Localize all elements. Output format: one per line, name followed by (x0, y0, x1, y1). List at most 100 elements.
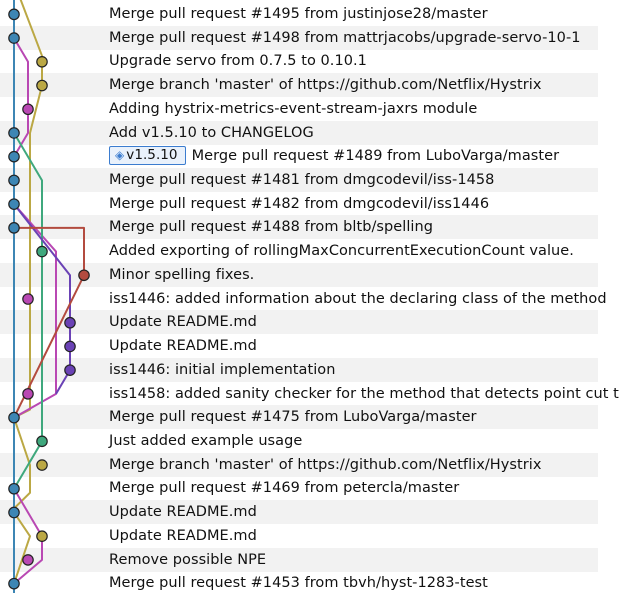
commit-message-cell: Merge pull request #1453 from tbvh/hyst-… (109, 571, 488, 595)
commit-message: Just added example usage (109, 432, 303, 449)
commit-message-cell: Merge pull request #1498 from mattrjacob… (109, 26, 581, 50)
commit-node[interactable] (8, 32, 20, 44)
commit-row[interactable]: iss1446: initial implementation (0, 357, 598, 382)
commit-message: Merge pull request #1495 from justinjose… (109, 6, 488, 22)
commit-node[interactable] (22, 103, 34, 116)
commit-message-cell: Merge pull request #1469 from petercla/m… (109, 476, 459, 500)
commit-node[interactable] (36, 435, 48, 448)
commit-message-cell: Upgrade servo from 0.7.5 to 0.10.1 (109, 49, 367, 73)
commit-message: Merge branch 'master' of https://github.… (109, 456, 542, 473)
commit-row[interactable]: Remove possible NPE (0, 547, 598, 572)
commit-node[interactable] (22, 293, 34, 305)
commit-node[interactable] (8, 8, 20, 21)
commit-row[interactable]: iss1458: added sanity checker for the me… (0, 382, 619, 406)
commit-node[interactable] (64, 364, 76, 376)
commit-row[interactable]: Merge pull request #1481 from dmgcodevil… (0, 168, 598, 193)
commit-message: Added exporting of rollingMaxConcurrentE… (109, 243, 574, 260)
commit-row[interactable]: Merge pull request #1475 from LuboVarga/… (0, 405, 598, 430)
commit-row[interactable]: Merge pull request #1469 from petercla/m… (0, 476, 598, 500)
commit-message: Merge pull request #1488 from bltb/spell… (109, 219, 433, 236)
commit-message-cell: iss1446: initial implementation (109, 358, 335, 382)
commit-message: Upgrade servo from 0.7.5 to 0.10.1 (109, 53, 367, 70)
commit-node[interactable] (36, 530, 48, 542)
commit-message: Merge pull request #1489 from LuboVarga/… (191, 148, 560, 165)
commit-node[interactable] (8, 506, 20, 519)
commit-message-cell: Update README.md (109, 334, 257, 358)
commit-message-cell: Merge pull request #1488 from bltb/spell… (109, 215, 433, 239)
commit-node[interactable] (8, 222, 20, 234)
commit-node[interactable] (8, 174, 20, 187)
commit-node[interactable] (22, 554, 34, 566)
commit-row[interactable]: Merge pull request #1453 from tbvh/hyst-… (0, 571, 598, 595)
commit-message-cell: Minor spelling fixes. (109, 263, 254, 287)
commit-row[interactable]: Merge pull request #1495 from justinjose… (0, 2, 598, 26)
commit-node[interactable] (64, 316, 76, 329)
commit-message: Merge pull request #1481 from dmgcodevil… (109, 172, 495, 189)
commit-message-cell: Update README.md (109, 310, 257, 334)
commit-row[interactable]: Minor spelling fixes. (0, 262, 598, 287)
branch-line-magenta-mid (13, 203, 57, 419)
commit-node[interactable] (36, 245, 48, 258)
commit-row[interactable]: Add v1.5.10 to CHANGELOG (0, 120, 598, 145)
commit-row[interactable]: Update README.md (0, 310, 598, 335)
commit-node[interactable] (8, 411, 20, 424)
commit-message-cell: Merge pull request #1482 from dmgcodevil… (109, 192, 489, 216)
commit-message-cell: Just added example usage (109, 429, 302, 453)
commit-message-cell: ◈v1.5.10 Merge pull request #1489 from Lu… (109, 144, 559, 168)
commit-message-cell: Update README.md (109, 524, 257, 548)
branch-line-magenta-low (13, 488, 43, 585)
commit-node[interactable] (22, 388, 34, 400)
commit-message-cell: Merge branch 'master' of https://github.… (109, 73, 541, 97)
commit-message: Update README.md (109, 527, 257, 544)
commit-row[interactable]: ◈v1.5.10 Merge pull request #1489 from Lu… (0, 144, 598, 168)
commit-row[interactable]: Update README.md (0, 524, 598, 548)
commit-row[interactable]: Merge pull request #1482 from dmgcodevil… (0, 192, 598, 216)
commit-row[interactable]: Upgrade servo from 0.7.5 to 0.10.1 (0, 49, 598, 73)
commit-row[interactable]: Merge pull request #1498 from mattrjacob… (0, 25, 598, 50)
commit-node[interactable] (78, 269, 90, 282)
commit-node[interactable] (8, 482, 20, 495)
branch-line-red (13, 226, 85, 419)
commit-message: Merge pull request #1475 from LuboVarga/… (109, 409, 477, 426)
commit-node[interactable] (8, 127, 20, 139)
commit-row[interactable]: Update README.md (0, 500, 598, 525)
commit-message: iss1446: initial implementation (109, 361, 336, 378)
commit-node[interactable] (8, 150, 20, 163)
commit-message-cell: Added exporting of rollingMaxConcurrentE… (109, 239, 574, 263)
commit-message: Merge pull request #1469 from petercla/m… (109, 480, 460, 497)
commit-node[interactable] (36, 55, 48, 68)
commit-row[interactable]: Adding hystrix-metrics-event-stream-jaxr… (0, 97, 598, 121)
commit-message: Update README.md (109, 338, 257, 355)
commit-message: Merge pull request #1498 from mattrjacob… (109, 29, 581, 46)
commit-message: Adding hystrix-metrics-event-stream-jaxr… (109, 100, 478, 117)
commit-message-cell: Merge pull request #1475 from LuboVarga/… (109, 405, 477, 429)
commit-row[interactable]: iss1446: added information about the dec… (0, 287, 607, 311)
tag-badge[interactable]: ◈v1.5.10 (109, 146, 186, 166)
commit-message: Merge branch 'master' of https://github.… (109, 77, 542, 94)
commit-node[interactable] (64, 340, 76, 353)
commit-node[interactable] (36, 459, 48, 471)
commit-message: Update README.md (109, 314, 257, 331)
commit-node[interactable] (36, 79, 48, 92)
commit-row[interactable]: Merge branch 'master' of https://github.… (0, 452, 598, 477)
commit-row[interactable]: Just added example usage (0, 429, 598, 453)
commit-node[interactable] (8, 577, 20, 590)
commit-node[interactable] (8, 198, 20, 210)
branch-line-magenta-top (13, 37, 29, 158)
commit-message: Merge pull request #1482 from dmgcodevil… (109, 195, 490, 212)
commit-row[interactable]: Merge branch 'master' of https://github.… (0, 73, 598, 98)
commit-message-cell: Merge pull request #1495 from justinjose… (109, 2, 488, 26)
commit-row[interactable]: Added exporting of rollingMaxConcurrentE… (0, 239, 598, 263)
commit-message-cell: Adding hystrix-metrics-event-stream-jaxr… (109, 97, 477, 121)
commit-message-cell: Update README.md (109, 500, 257, 524)
commit-row[interactable]: Merge pull request #1488 from bltb/spell… (0, 215, 598, 240)
commit-message-cell: Remove possible NPE (109, 548, 266, 572)
commit-row[interactable]: Update README.md (0, 334, 598, 358)
commit-message-cell: Merge branch 'master' of https://github.… (109, 453, 541, 477)
commit-message: Remove possible NPE (109, 551, 267, 568)
commit-message-cell: Add v1.5.10 to CHANGELOG (109, 121, 314, 145)
commit-message: iss1458: added sanity checker for the me… (109, 385, 619, 402)
tag-label: v1.5.10 (126, 147, 178, 164)
commit-message: iss1446: added information about the dec… (109, 290, 607, 307)
